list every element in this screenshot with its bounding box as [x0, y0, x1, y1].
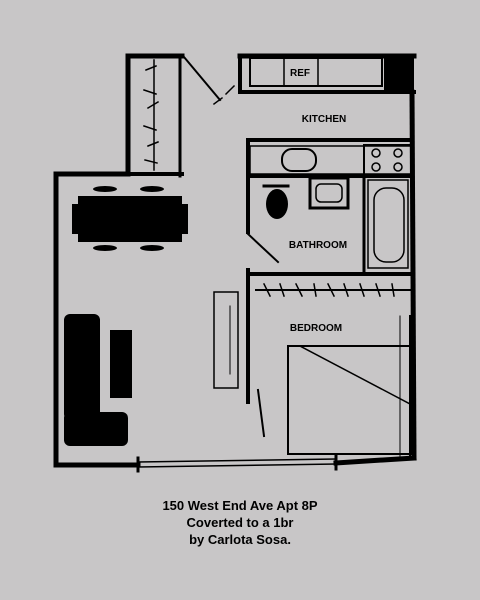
- bathroom-fixtures: [262, 176, 409, 269]
- exterior-walls: [53, 53, 417, 468]
- living-bench: [213, 291, 239, 389]
- bedroom-label: BEDROOM: [290, 323, 342, 334]
- interior-walls: [238, 54, 416, 404]
- coffee-table: [110, 330, 132, 398]
- entry-closet: [126, 54, 184, 178]
- ref-label: REF: [290, 68, 310, 79]
- bathroom-door: [246, 232, 280, 264]
- caption: 150 West End Ave Apt 8P Coverted to a 1b…: [0, 497, 480, 548]
- bed: [287, 344, 413, 455]
- dining-table: [72, 186, 188, 251]
- caption-author: by Carlota Sosa.: [189, 532, 291, 547]
- bedroom-walls: [256, 315, 411, 459]
- kitchen-label: KITCHEN: [302, 114, 346, 125]
- sectional-sofa: [64, 314, 128, 446]
- caption-address: 150 West End Ave Apt 8P: [162, 498, 318, 513]
- window: [136, 454, 338, 473]
- bedroom-closet: [255, 282, 413, 298]
- kitchen-counter: [249, 144, 413, 176]
- caption-conversion: Coverted to a 1br: [186, 515, 294, 530]
- bathroom-label: BATHROOM: [289, 240, 347, 251]
- refrigerator: [249, 56, 414, 90]
- entry-door: [182, 55, 236, 106]
